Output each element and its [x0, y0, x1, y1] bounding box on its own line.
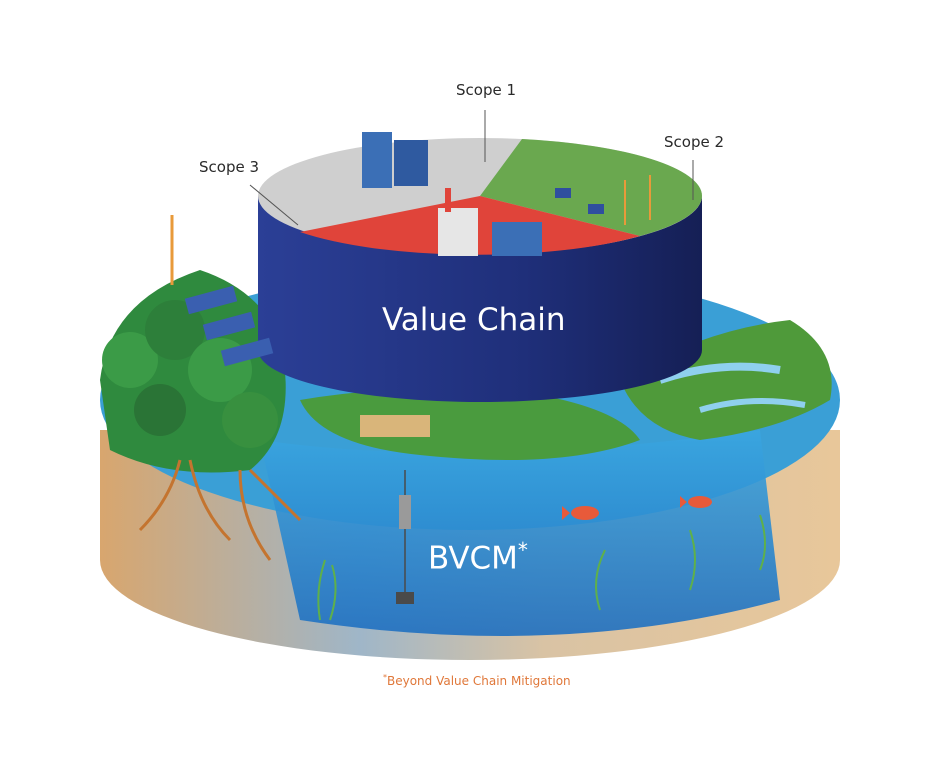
fish-tail — [680, 496, 687, 508]
footnote-asterisk: * — [383, 673, 387, 682]
farm-island — [300, 388, 640, 460]
fish-icon — [571, 506, 599, 520]
wetland-channel — [699, 398, 806, 413]
footnote: *Beyond Value Chain Mitigation — [383, 673, 571, 688]
solar-panel — [588, 204, 604, 214]
factory-chimney — [445, 188, 451, 212]
fish-tail — [562, 506, 570, 520]
solar-array — [202, 311, 256, 341]
sensor-device — [399, 495, 411, 529]
underwater-area — [260, 430, 780, 636]
scope-1-label: Scope 1 — [456, 81, 517, 99]
solar-array — [184, 285, 238, 315]
office-building — [362, 132, 392, 188]
left-energy — [170, 215, 274, 367]
wind-turbines — [624, 175, 651, 225]
wetland-islands — [620, 320, 832, 440]
tree — [145, 300, 205, 360]
scope-2-label: Scope 2 — [664, 133, 725, 151]
factory — [438, 208, 478, 256]
footnote-text: Beyond Value Chain Mitigation — [387, 674, 571, 688]
tree — [134, 384, 186, 436]
office-building — [394, 140, 428, 186]
fence-field — [360, 415, 430, 437]
bvcm-label: BVCM* — [428, 538, 528, 576]
factory-tank — [492, 222, 542, 256]
mangrove-roots — [138, 459, 302, 561]
tree — [102, 332, 158, 388]
bvcm-text: BVCM — [428, 540, 518, 577]
value-chain-cylinder — [258, 132, 703, 402]
wetland-channel — [658, 362, 781, 384]
scope-3-leader — [249, 184, 299, 226]
sensor-anchor — [396, 592, 414, 604]
scope-2-sector — [480, 139, 703, 236]
tree — [222, 392, 278, 448]
solar-array — [220, 337, 274, 367]
value-chain-label: Value Chain — [382, 302, 566, 338]
seaweed — [317, 514, 766, 621]
fish-icon — [688, 496, 712, 508]
solar-panel — [555, 188, 571, 198]
scope-3-label: Scope 3 — [199, 158, 260, 176]
bvcm-asterisk: * — [517, 538, 528, 562]
